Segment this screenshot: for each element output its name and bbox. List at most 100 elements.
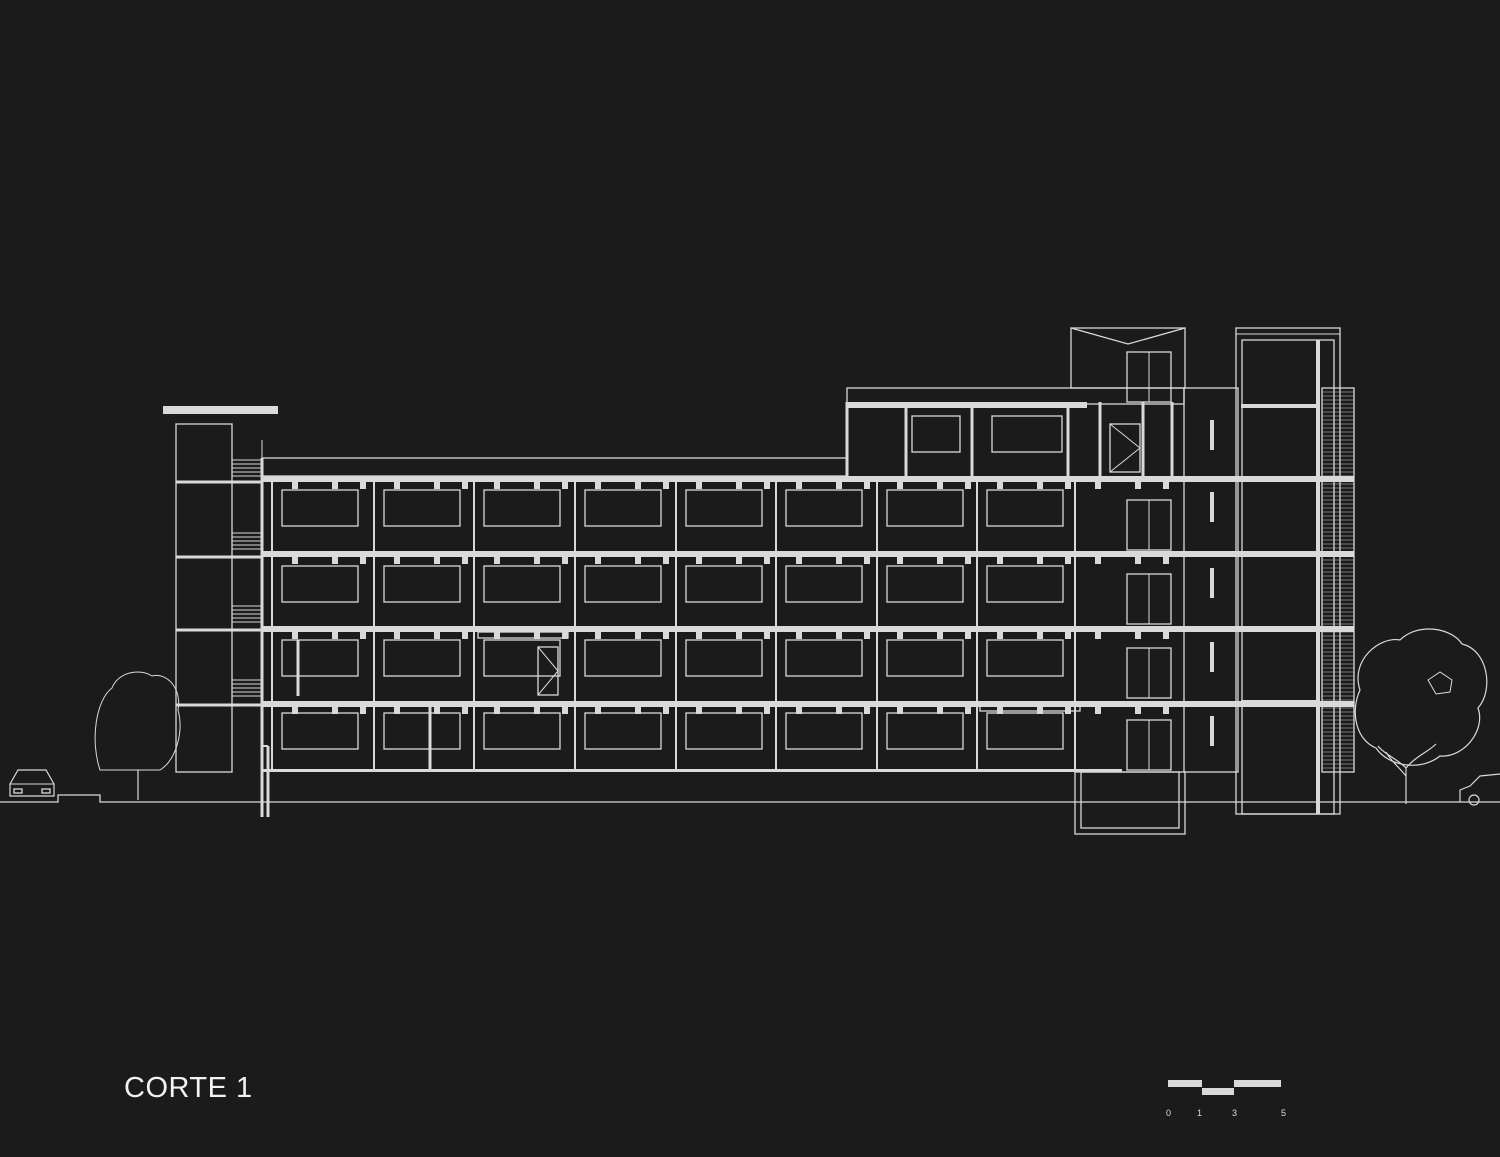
tree-detail <box>1427 671 1453 695</box>
beam-drop <box>360 557 366 564</box>
room-window <box>584 489 662 527</box>
scale-label-5: 5 <box>1281 1108 1287 1118</box>
vent-grille <box>979 704 1081 712</box>
beam-drop <box>434 482 440 489</box>
beam-drop <box>462 557 468 564</box>
beam-drop <box>965 482 971 489</box>
tree-icon <box>94 628 1488 804</box>
beam-drop <box>937 482 943 489</box>
upper-window <box>911 415 961 453</box>
vent-grille <box>477 631 569 639</box>
scale-label-1: 1 <box>1197 1108 1203 1118</box>
car-icon <box>9 769 55 797</box>
room-window <box>785 712 863 750</box>
beam-drop <box>292 632 298 639</box>
room-window <box>383 712 461 750</box>
beam-drop <box>836 557 842 564</box>
beam-drop <box>796 482 802 489</box>
beam-drop <box>1163 632 1169 639</box>
beam-drop <box>534 482 540 489</box>
beam-drop <box>394 707 400 714</box>
beam-drop <box>394 557 400 564</box>
beam-drop <box>332 632 338 639</box>
beam-drop <box>696 557 702 564</box>
beam-drop <box>360 707 366 714</box>
beam-drop <box>1095 707 1101 714</box>
beam-drop <box>635 557 641 564</box>
beam-drop <box>534 557 540 564</box>
beam-drop <box>764 557 770 564</box>
upper-window <box>991 415 1063 453</box>
room-window <box>584 712 662 750</box>
beam-drop <box>534 632 540 639</box>
room-window <box>685 712 763 750</box>
beam-drop <box>965 632 971 639</box>
beam-drop <box>836 632 842 639</box>
beam-drop <box>635 632 641 639</box>
room-window <box>281 489 359 527</box>
beam-drop <box>360 482 366 489</box>
beam-drop <box>997 557 1003 564</box>
room-window <box>785 565 863 603</box>
beam-drop <box>635 707 641 714</box>
beam-drop <box>292 557 298 564</box>
scale-label-0: 0 <box>1166 1108 1172 1118</box>
car-icon <box>9 769 1500 806</box>
car-icon <box>1459 773 1500 802</box>
room-window <box>785 639 863 677</box>
beam-drop <box>1065 557 1071 564</box>
beam-drop <box>434 557 440 564</box>
beam-drop <box>562 707 568 714</box>
beam-drop <box>1135 707 1141 714</box>
beam-drop <box>562 482 568 489</box>
beam-drop <box>494 632 500 639</box>
beam-drop <box>1135 632 1141 639</box>
beam-drop <box>1065 632 1071 639</box>
room-window <box>886 712 964 750</box>
east-stair-frame <box>1235 327 1341 815</box>
beam-drop <box>462 632 468 639</box>
floor-slab <box>262 701 1354 707</box>
beam-drop <box>292 707 298 714</box>
drawing-title: CORTE 1 <box>124 1072 253 1104</box>
room-window <box>986 489 1064 527</box>
tower-roof <box>163 406 278 414</box>
door-swing <box>1109 423 1141 449</box>
beam-drop <box>562 557 568 564</box>
beam-drop <box>897 632 903 639</box>
beam-drop <box>494 482 500 489</box>
beam-drop <box>764 707 770 714</box>
door-swing <box>537 670 559 696</box>
room-window <box>685 565 763 603</box>
beam-drop <box>997 482 1003 489</box>
beam-drop <box>937 707 943 714</box>
room-window <box>584 565 662 603</box>
room-window <box>483 639 561 677</box>
beam-drop <box>864 557 870 564</box>
room-window <box>886 565 964 603</box>
roof-parapet <box>261 457 848 477</box>
elevator-door <box>1210 716 1214 746</box>
basement-pit-inner <box>1080 771 1180 829</box>
beam-drop <box>394 482 400 489</box>
beam-drop <box>864 482 870 489</box>
beam-drop <box>1163 482 1169 489</box>
beam-drop <box>897 482 903 489</box>
tower-shaft <box>175 423 233 773</box>
beam-drop <box>1037 632 1043 639</box>
scale-bar <box>1168 1080 1281 1095</box>
room-window <box>886 489 964 527</box>
floor-slab <box>262 626 1354 632</box>
stair-penthouse <box>1070 327 1186 389</box>
left-stair-tower <box>163 406 278 773</box>
door-swing <box>537 646 559 672</box>
elevator-door <box>1210 492 1214 522</box>
beam-drop <box>292 482 298 489</box>
room-window <box>281 565 359 603</box>
east-circulation-core <box>1126 327 1355 815</box>
beam-drop <box>864 632 870 639</box>
beam-drop <box>764 632 770 639</box>
room-window <box>685 489 763 527</box>
scale-segment <box>1234 1080 1281 1087</box>
beam-drop <box>937 632 943 639</box>
